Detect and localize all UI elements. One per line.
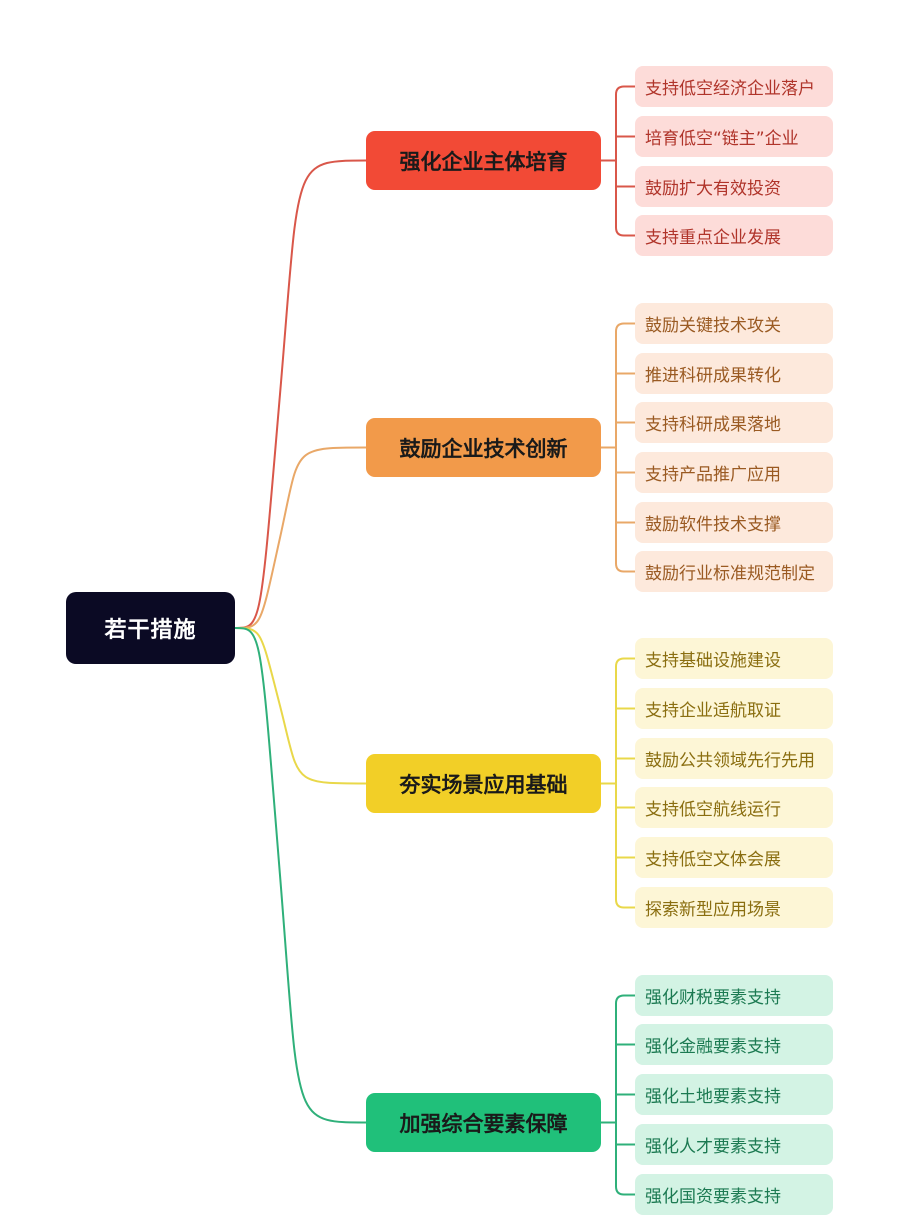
branch-node-enterprise: 强化企业主体培育: [366, 131, 601, 190]
connector-root-innovation: [234, 446, 367, 629]
connector-root-support: [234, 627, 367, 1124]
leaf-node: 支持低空文体会展: [635, 837, 833, 878]
leaf-node: 支持基础设施建设: [635, 638, 833, 679]
leaf-node: 支持产品推广应用: [635, 452, 833, 493]
leaf-node: 鼓励公共领域先行先用: [635, 738, 833, 779]
leaf-node: 推进科研成果转化: [635, 353, 833, 394]
branch-node-scenario: 夯实场景应用基础: [366, 754, 601, 813]
leaf-node: 强化财税要素支持: [635, 975, 833, 1016]
connector-spine: [615, 85, 635, 237]
leaf-node: 强化国资要素支持: [635, 1174, 833, 1215]
branch-node-innovation: 鼓励企业技术创新: [366, 418, 601, 477]
leaf-node: 强化金融要素支持: [635, 1024, 833, 1065]
leaf-node: 强化人才要素支持: [635, 1124, 833, 1165]
leaf-node: 支持企业适航取证: [635, 688, 833, 729]
leaf-node: 强化土地要素支持: [635, 1074, 833, 1115]
leaf-node: 支持低空航线运行: [635, 787, 833, 828]
leaf-node: 鼓励行业标准规范制定: [635, 551, 833, 592]
leaf-node: 探索新型应用场景: [635, 887, 833, 928]
connector-root-scenario: [234, 627, 367, 785]
leaf-node: 鼓励扩大有效投资: [635, 166, 833, 207]
leaf-node: 支持低空经济企业落户: [635, 66, 833, 107]
connector-root-enterprise: [234, 159, 367, 629]
connector-spine: [615, 657, 635, 909]
leaf-node: 支持科研成果落地: [635, 402, 833, 443]
root-node: 若干措施: [66, 592, 235, 664]
leaf-node: 支持重点企业发展: [635, 215, 833, 256]
connector-spine: [615, 322, 635, 573]
branch-node-support: 加强综合要素保障: [366, 1093, 601, 1152]
leaf-node: 鼓励软件技术支撑: [635, 502, 833, 543]
leaf-node: 培育低空“链主”企业: [635, 116, 833, 157]
leaf-node: 鼓励关键技术攻关: [635, 303, 833, 344]
